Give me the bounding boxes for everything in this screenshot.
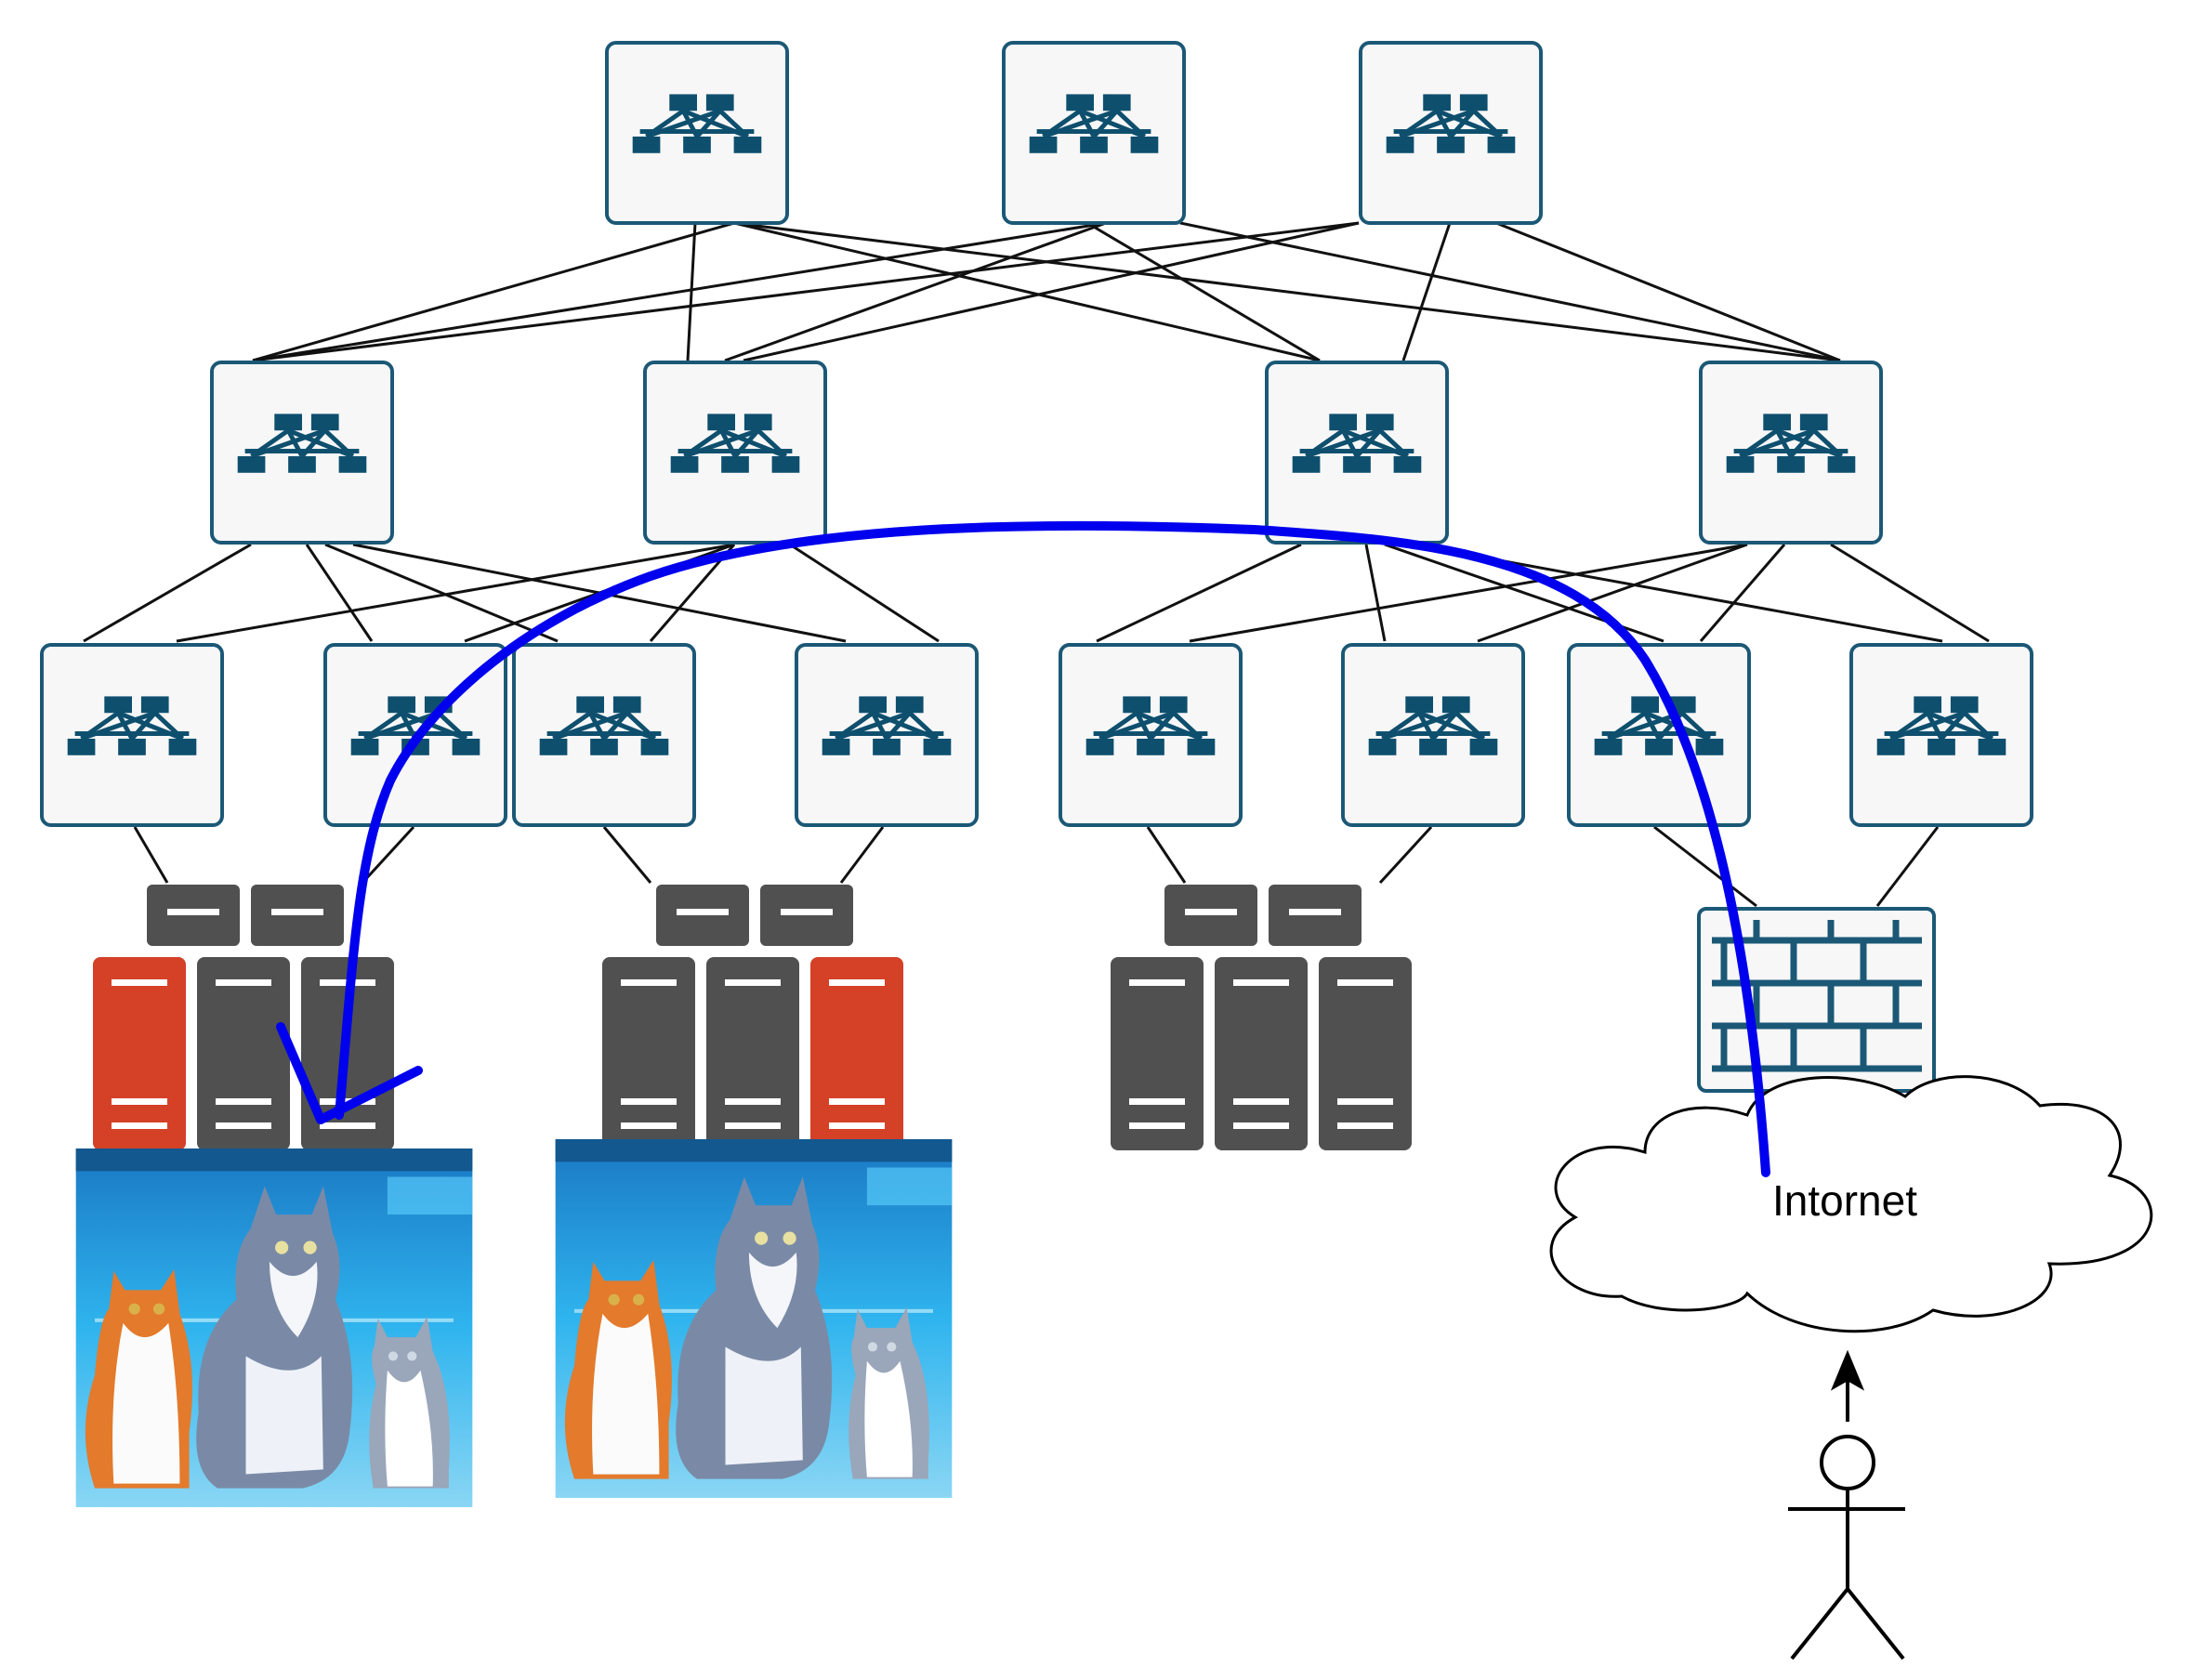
aggregation-tier — [212, 362, 1881, 543]
agg-switch-1[interactable] — [212, 362, 392, 543]
server-icon — [706, 957, 799, 1150]
cloud-icon[interactable]: Intornet — [1549, 1075, 2153, 1333]
server-racks — [93, 885, 1412, 1150]
server-icon — [93, 957, 186, 1150]
server-icon — [251, 885, 344, 946]
agg-switch-2[interactable] — [645, 362, 825, 543]
server-icon — [197, 957, 290, 1150]
access-switch-8[interactable] — [1851, 645, 2032, 825]
access-switch-1[interactable] — [42, 645, 222, 825]
server-icon — [810, 957, 903, 1150]
server-icon — [656, 885, 749, 946]
server-icon — [1111, 957, 1204, 1150]
server-icon — [760, 885, 853, 946]
cat-images — [75, 1139, 953, 1507]
access-switch-3[interactable] — [514, 645, 694, 825]
server-rack-2[interactable] — [602, 885, 903, 1150]
server-icon — [1215, 957, 1308, 1150]
access-tier — [42, 645, 2032, 825]
route-arrow — [276, 520, 1770, 1177]
access-switch-7[interactable] — [1569, 645, 1749, 825]
agg-switch-3[interactable] — [1267, 362, 1447, 543]
cat-illustration — [555, 1139, 953, 1498]
stick-figure-user-icon — [1788, 1349, 1905, 1660]
core-switch-1[interactable] — [607, 43, 787, 223]
core-aggregation-links — [252, 221, 1841, 362]
access-server-links — [133, 825, 1940, 908]
server-rack-1[interactable] — [93, 885, 394, 1150]
agg-switch-4[interactable] — [1701, 362, 1881, 543]
server-icon — [602, 957, 695, 1150]
server-rack-3[interactable] — [1111, 885, 1412, 1150]
cloud-label: Intornet — [1772, 1176, 1917, 1225]
server-icon — [1269, 885, 1362, 946]
server-icon — [1319, 957, 1412, 1150]
access-switch-5[interactable] — [1060, 645, 1241, 825]
access-switch-6[interactable] — [1343, 645, 1523, 825]
core-tier — [607, 43, 1541, 223]
core-switch-2[interactable] — [1004, 43, 1184, 223]
server-icon — [1164, 885, 1257, 946]
cat-illustration — [75, 1148, 473, 1507]
core-switch-3[interactable] — [1361, 43, 1541, 223]
aggregation-access-links — [83, 543, 1990, 643]
access-switch-4[interactable] — [796, 645, 977, 825]
server-icon — [147, 885, 240, 946]
